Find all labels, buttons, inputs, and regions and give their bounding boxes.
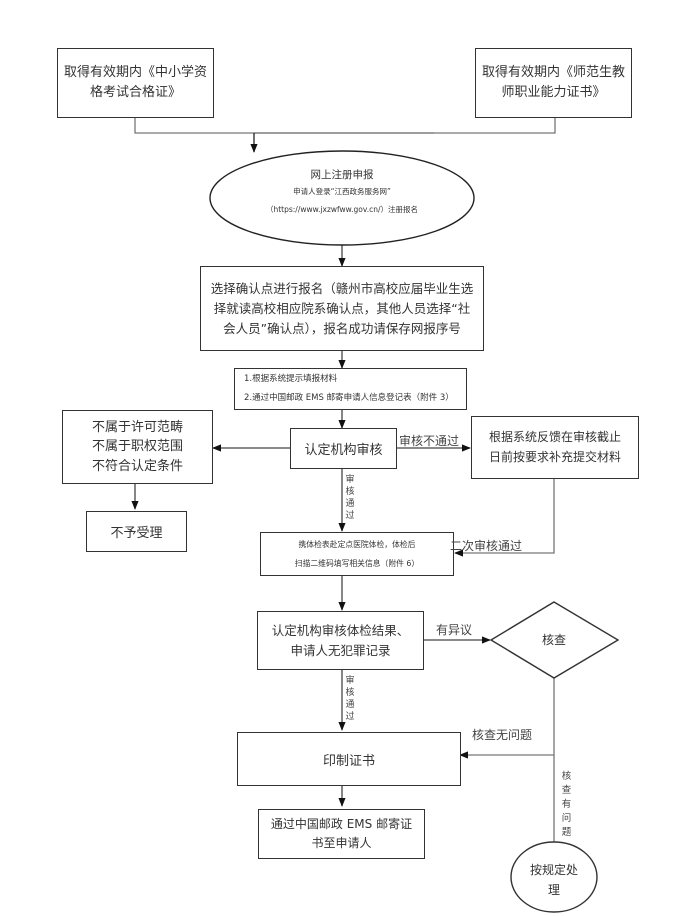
select-point-box: 选择确认点进行报名（赣州市高校应届毕业生选 择就读高校相应院系确认点，其他人员选… xyxy=(200,266,484,351)
select-point-line3: 会人员”确认点），报名成功请保存网报序号 xyxy=(223,320,461,336)
review-results-line1: 认定机构审核体检结果、 xyxy=(271,622,410,638)
reject-reasons-box: 不属于许可范畴 不属于职权范围 不符合认定条件 xyxy=(62,410,213,484)
physical-exam-line1: 携体检表赴定点医院体检，体检后 xyxy=(298,540,416,549)
register-line3: （https://www.jxzwfww.gov.cn/）注册报名 xyxy=(265,205,419,214)
verify-node: 核查 xyxy=(514,631,594,648)
register-node: 网上注册申报 申请人登录“江西政务服务网” （https://www.jxzwf… xyxy=(222,168,462,218)
reject-line1: 不属于许可范畴 xyxy=(91,419,183,435)
handle-node: 按规定处 理 xyxy=(514,860,594,900)
edge-label-review-fail: 审核不通过 xyxy=(399,434,460,448)
edge-label-review-pass-2: 审核通过 xyxy=(345,676,355,722)
physical-exam-box: 携体检表赴定点医院体检，体检后 扫描二维码填写相关信息（附件 6） xyxy=(260,532,454,576)
review-box: 认定机构审核 xyxy=(290,428,397,469)
mail-cert-line1: 通过中国邮政 EMS 邮寄证 xyxy=(270,816,413,831)
arrow-second-pass xyxy=(454,478,555,557)
review-results-line2: 申请人无犯罪记录 xyxy=(290,642,391,658)
supplement-line1: 根据系统反馈在审核截止 xyxy=(488,430,621,445)
select-point-line1: 选择确认点进行报名（赣州市高校应届毕业生选 xyxy=(210,280,474,296)
reject-line2: 不属于职权范围 xyxy=(91,439,183,455)
cert-a-line2: 格考试合格证》 xyxy=(89,85,181,100)
connector-cert-b xyxy=(254,117,556,134)
cert-a-line1: 取得有效期内《中小学资 xyxy=(63,64,207,80)
register-ellipse xyxy=(209,150,475,246)
not-accepted-box: 不予受理 xyxy=(86,511,187,552)
verify-diamond xyxy=(489,601,620,679)
select-point-line2: 择就读高校相应院系确认点，其他人员选择“社 xyxy=(213,300,471,316)
edge-label-review-pass: 审核通过 xyxy=(345,475,355,521)
handle-ellipse xyxy=(510,841,598,913)
physical-exam-line2: 扫描二维码填写相关信息（附件 6） xyxy=(294,559,420,568)
mail-cert-box: 通过中国邮政 EMS 邮寄证 书至申请人 xyxy=(258,809,425,859)
register-line2: 申请人登录“江西政务服务网” xyxy=(293,187,391,196)
cert-primary-secondary-box: 取得有效期内《中小学资 格考试合格证》 xyxy=(57,48,214,118)
arrow-verify-ok xyxy=(459,678,555,759)
materials-box: 1.根据系统提示填报材料 2.通过中国邮政 EMS 邮寄申请人信息登记表（附件 … xyxy=(234,368,467,410)
verify-label: 核查 xyxy=(541,633,566,647)
supplement-line2: 日前按要求补充提交材料 xyxy=(488,449,621,464)
handle-line1: 按规定处 xyxy=(529,863,578,877)
supplement-box: 根据系统反馈在审核截止 日前按要求补充提交材料 xyxy=(471,416,639,479)
reject-line3: 不符合认定条件 xyxy=(91,458,183,474)
cert-b-line1: 取得有效期内《师范生教 xyxy=(481,64,625,80)
edge-label-verify-problem: 核查有问题 xyxy=(561,771,572,838)
materials-line2: 2.通过中国邮政 EMS 邮寄申请人信息登记表（附件 3） xyxy=(244,393,454,403)
register-title: 网上注册申报 xyxy=(310,169,374,181)
edge-label-second-pass: 二次审核通过 xyxy=(450,539,523,553)
materials-line1: 1.根据系统提示填报材料 xyxy=(244,374,338,384)
print-cert-box: 印制证书 xyxy=(237,732,461,786)
review-label: 认定机构审核 xyxy=(304,443,383,458)
connector-cert-a xyxy=(134,117,434,134)
handle-line2: 理 xyxy=(547,883,560,897)
edge-label-verify-ok: 核查无问题 xyxy=(472,728,533,742)
edge-label-objection: 有异议 xyxy=(436,623,473,637)
cert-b-line2: 师职业能力证书》 xyxy=(501,85,606,100)
print-cert-label: 印制证书 xyxy=(322,753,375,769)
review-results-box: 认定机构审核体检结果、 申请人无犯罪记录 xyxy=(257,611,424,670)
not-accepted-label: 不予受理 xyxy=(110,526,163,541)
cert-normal-student-box: 取得有效期内《师范生教 师职业能力证书》 xyxy=(475,48,632,118)
mail-cert-line2: 书至申请人 xyxy=(311,836,372,850)
